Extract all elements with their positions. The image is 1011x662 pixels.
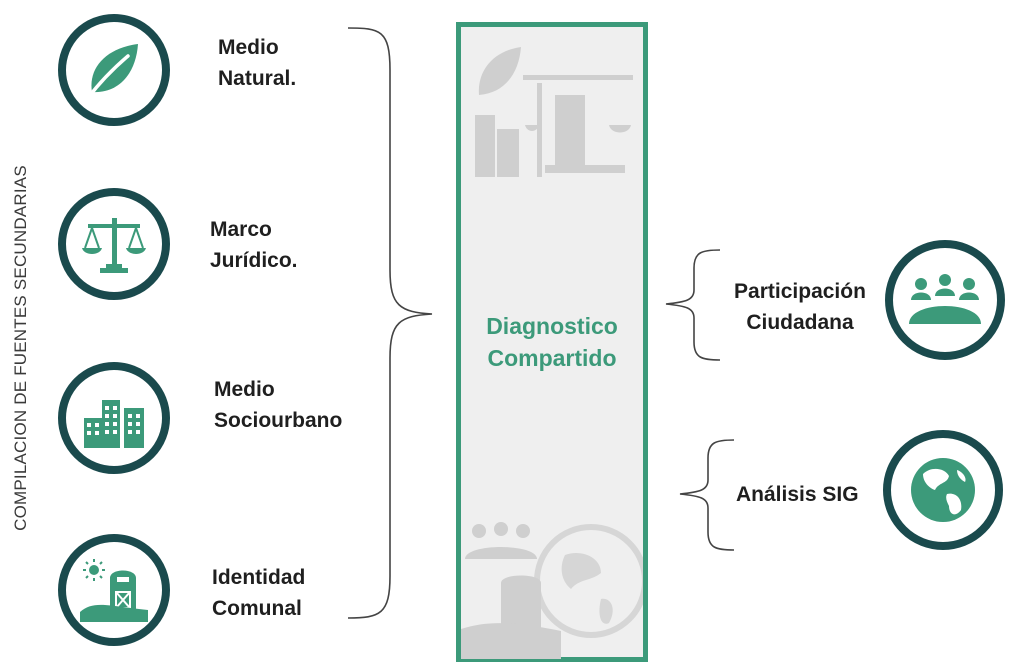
globe-icon	[911, 458, 975, 522]
left-brace	[347, 27, 433, 619]
globe-icon-circle	[883, 430, 1003, 550]
leaf-icon	[86, 44, 138, 100]
buildings-icon-circle	[58, 362, 170, 474]
scale-icon-circle	[58, 188, 170, 300]
barn-icon	[80, 559, 148, 622]
right-brace-analisis	[679, 439, 735, 551]
label-analisis-sig: Análisis SIG	[736, 483, 859, 506]
scale-icon	[82, 218, 146, 273]
buildings-icon	[84, 400, 144, 448]
vertical-side-label: COMPILACION DE FUENTES SECUNDARIAS	[6, 150, 36, 545]
top-watermark-icons	[475, 47, 633, 177]
vertical-label-text: COMPILACION DE FUENTES SECUNDARIAS	[11, 164, 30, 531]
people-meeting-icon	[909, 274, 981, 324]
leaf-icon-circle	[58, 14, 170, 126]
bottom-watermark-icons	[461, 522, 643, 659]
people-meeting-icon-circle	[885, 240, 1005, 360]
right-brace-participacion	[665, 249, 721, 361]
barn-icon-circle	[58, 534, 170, 646]
